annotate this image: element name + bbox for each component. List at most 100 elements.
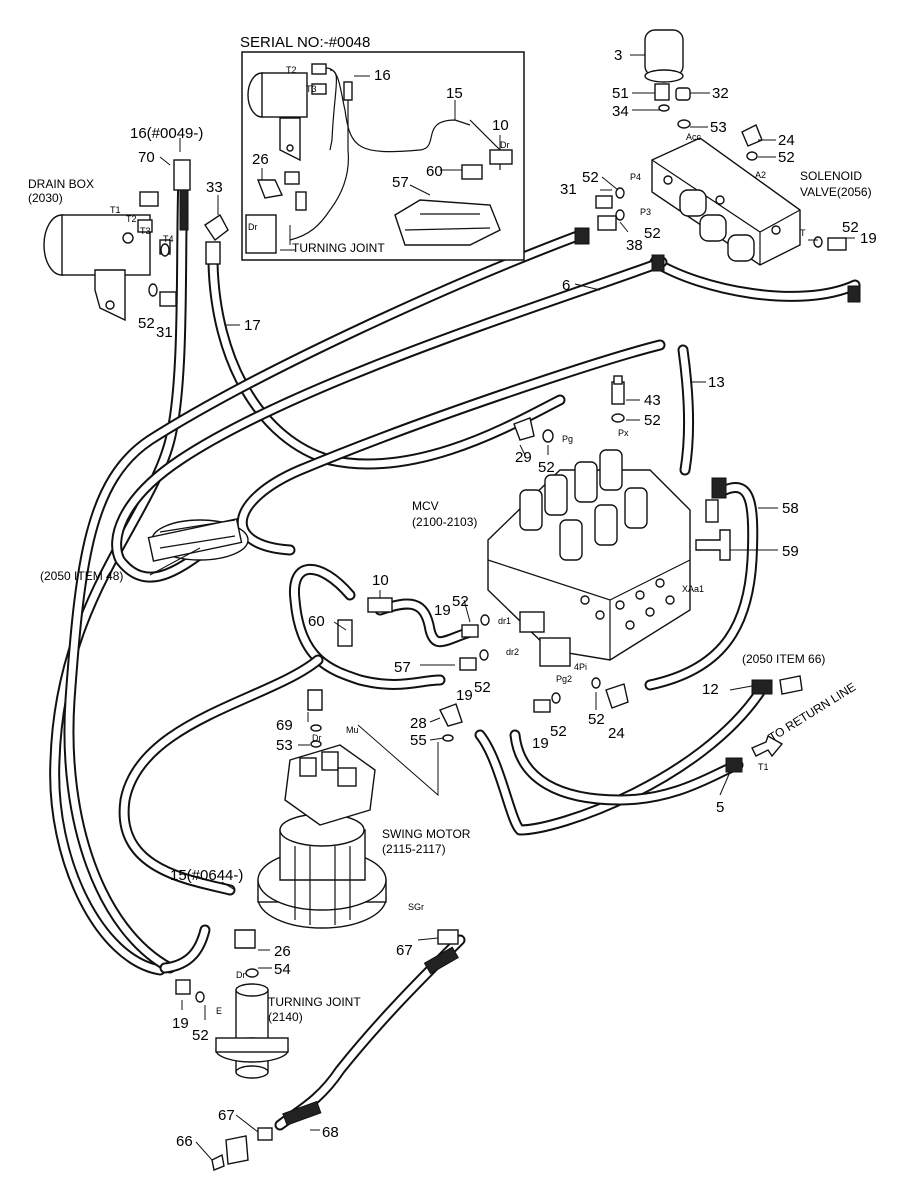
part-28: 28: [410, 715, 427, 732]
part-52-drain: 52: [138, 315, 155, 332]
part-69: 69: [276, 717, 293, 734]
part-66: 66: [176, 1133, 193, 1150]
part-67-r: 67: [396, 942, 413, 959]
part-19-sol: 19: [860, 230, 877, 247]
part-10-inset: 10: [492, 117, 509, 134]
inset-turning-joint-name: TURNING JOINT: [292, 241, 385, 255]
part-16-inset: 16: [374, 67, 391, 84]
part-6: 6: [562, 277, 570, 294]
swing-motor-name: SWING MOTOR: [382, 827, 471, 841]
port-dr-sm: Dr: [312, 733, 322, 743]
inset-title: SERIAL NO:-#0048: [240, 34, 370, 51]
part-52-mid: 52: [550, 723, 567, 740]
part-31-sol: 31: [560, 181, 577, 198]
ref-return-line: TO RETURN LINE: [766, 680, 858, 745]
port-t4: T4: [163, 234, 174, 244]
part-19-dr2: 19: [456, 687, 473, 704]
part-52-43: 52: [644, 412, 661, 429]
part-33: 33: [206, 179, 223, 196]
drain-box-name: DRAIN BOX: [28, 177, 94, 191]
swing-motor-code: (2115-2117): [382, 842, 446, 856]
part-10-main: 10: [372, 572, 389, 589]
ref-item66: (2050 ITEM 66): [742, 652, 825, 666]
part-26-main: 26: [274, 943, 291, 960]
port-dr-inset2: Dr: [500, 140, 510, 150]
port-pi: 4Pi: [574, 662, 587, 672]
port-mu: Mu: [346, 725, 359, 735]
part-60-inset: 60: [426, 163, 443, 180]
port-p4: P4: [630, 172, 641, 182]
port-dr-tj: Dr: [236, 970, 246, 980]
part-67-b: 67: [218, 1107, 235, 1124]
port-xaa1: XAa1: [682, 584, 704, 594]
part-52-p4: 52: [582, 169, 599, 186]
part-3: 3: [614, 47, 622, 64]
swing-motor: [257, 689, 463, 929]
drain-box: [43, 191, 177, 322]
port-t1: T1: [110, 205, 121, 215]
part-52-pg: 52: [538, 459, 555, 476]
port-pg2: Pg2: [556, 674, 572, 684]
part-29: 29: [515, 449, 532, 466]
part-68: 68: [322, 1124, 339, 1141]
port-dr1: dr1: [498, 616, 511, 626]
part-15-inset: 15: [446, 85, 463, 102]
port-t2-inset: T2: [286, 65, 297, 75]
part-54: 54: [274, 961, 291, 978]
part-34: 34: [612, 103, 629, 120]
part-59: 59: [782, 543, 799, 560]
part-55: 55: [410, 732, 427, 749]
part-52-t: 52: [842, 219, 859, 236]
port-acc: Acc: [686, 132, 702, 142]
part-52-sol: 52: [778, 149, 795, 166]
ref-t1: T1: [758, 762, 769, 772]
part-19-dr1: 19: [434, 602, 451, 619]
part-16-main: 16(#0049-): [130, 125, 203, 142]
part-60-main: 60: [308, 613, 325, 630]
part-70: 70: [138, 149, 155, 166]
part-19-bot: 19: [172, 1015, 189, 1032]
hose-routing: [49, 169, 861, 1131]
part-31-drain: 31: [156, 324, 173, 341]
part-58: 58: [782, 500, 799, 517]
drain-fittings: [173, 159, 229, 265]
leader-lines: [149, 54, 855, 1161]
part-5: 5: [716, 799, 724, 816]
mcv-block: [487, 375, 731, 667]
solenoid-valve: [574, 29, 861, 303]
part-52-p3: 52: [644, 225, 661, 242]
solenoid-code: VALVE(2056): [800, 185, 872, 199]
part-57-main: 57: [394, 659, 411, 676]
part-24-top: 24: [778, 132, 795, 149]
turning-joint-name: TURNING JOINT: [268, 995, 361, 1009]
part-53-sm: 53: [276, 737, 293, 754]
turning-joint-code: (2140): [268, 1010, 303, 1024]
part-24-mid: 24: [608, 725, 625, 742]
part-52-dr1: 52: [452, 593, 469, 610]
port-pg: Pg: [562, 434, 573, 444]
port-p3: P3: [640, 207, 651, 217]
part-19-mid: 19: [532, 735, 549, 752]
mcv-name: MCV: [412, 499, 439, 513]
port-dr2: dr2: [506, 647, 519, 657]
port-t: T: [800, 228, 806, 238]
part-17: 17: [244, 317, 261, 334]
part-12: 12: [702, 681, 719, 698]
port-t3: T3: [140, 226, 151, 236]
mcv-code: (2100-2103): [412, 515, 477, 529]
part-52-pg2: 52: [588, 711, 605, 728]
inset-serial-detail: [241, 51, 525, 261]
hose-clamp: [147, 518, 249, 562]
drain-box-code: (2030): [28, 191, 63, 205]
port-dr-inset: Dr: [248, 222, 258, 232]
part-15-main: 15(#0644-): [170, 867, 243, 884]
part-57-inset: 57: [392, 174, 409, 191]
part-52-bot: 52: [192, 1027, 209, 1044]
part-52-dr2: 52: [474, 679, 491, 696]
part-26-inset: 26: [252, 151, 269, 168]
ref-item48: (2050 ITEM 48): [40, 569, 123, 583]
port-sgr: SGr: [408, 902, 424, 912]
port-a2: A2: [755, 170, 766, 180]
part-53-top: 53: [710, 119, 727, 136]
